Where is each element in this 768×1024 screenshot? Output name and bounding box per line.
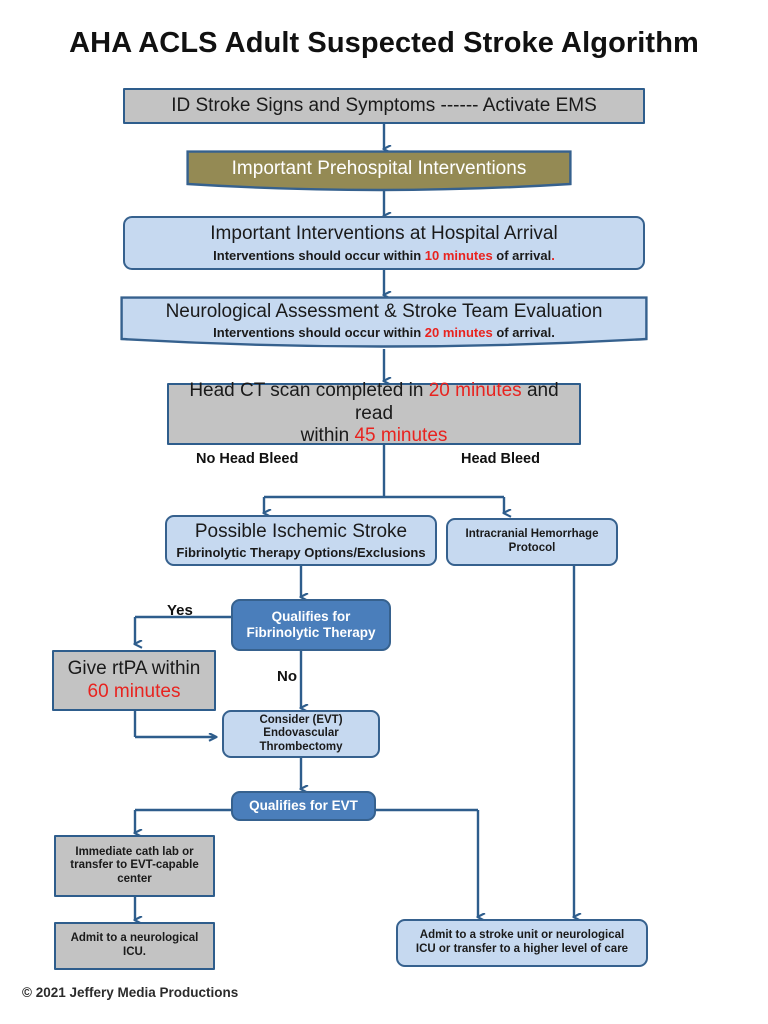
node-id-stroke-signs-label: ID Stroke Signs and Symptoms ------ Acti…: [171, 94, 597, 116]
node-qualifies-fibrinolytic-line1: Qualifies for: [271, 609, 351, 625]
node-admit-neuro-icu[interactable]: Admit to a neurological ICU.: [54, 922, 215, 970]
node-qualifies-evt[interactable]: Qualifies for EVT: [231, 791, 376, 821]
node-cath-lab-line1: Immediate cath lab or: [75, 845, 194, 858]
node-head-ct-line1: Head CT scan completed in 20 minutes and…: [169, 380, 579, 425]
node-prehospital-interventions-label: Important Prehospital Interventions: [231, 157, 527, 179]
head-ct-line1-time: 20 minutes: [428, 380, 522, 402]
node-admit-neuro-icu-line2: ICU.: [123, 946, 146, 958]
head-ct-line1-pre: Head CT scan completed in: [189, 380, 429, 402]
edge-label-head-bleed: Head Bleed: [461, 451, 540, 467]
node-ischemic-subtitle: Fibrinolytic Therapy Options/Exclusions: [176, 544, 426, 560]
node-hospital-arrival-title: Important Interventions at Hospital Arri…: [210, 223, 558, 245]
node-admit-stroke-unit[interactable]: Admit to a stroke unit or neurological I…: [396, 919, 648, 967]
node-hospital-arrival[interactable]: Important Interventions at Hospital Arri…: [123, 216, 645, 270]
node-intracranial-hemorrhage[interactable]: Intracranial Hemorrhage Protocol: [446, 518, 618, 566]
hospital-arrival-sub-period: .: [551, 247, 555, 263]
node-consider-evt[interactable]: Consider (EVT) Endovascular Thrombectomy: [222, 710, 380, 758]
node-admit-stroke-unit-line2: ICU or transfer to a higher level of car…: [415, 943, 629, 955]
hospital-arrival-sub-pre: Interventions should occur within: [213, 247, 425, 263]
node-prehospital-interventions[interactable]: Important Prehospital Interventions: [186, 150, 572, 192]
head-ct-line2-time: 45 minutes: [354, 425, 448, 447]
node-cath-lab-line2: transfer to EVT-capable: [70, 859, 199, 872]
hospital-arrival-sub-post: of arrival: [492, 247, 552, 263]
node-admit-neuro-icu-line1: Admit to a neurological: [70, 932, 199, 945]
node-neuro-assessment-title: Neurological Assessment & Stroke Team Ev…: [165, 300, 603, 322]
edge-label-no: No: [277, 668, 297, 685]
neuro-sub-pre: Interventions should occur within: [213, 325, 425, 341]
node-neuro-assessment[interactable]: Neurological Assessment & Stroke Team Ev…: [120, 296, 648, 350]
node-consider-evt-line2: Thrombectomy: [259, 740, 343, 753]
edge-label-yes: Yes: [167, 602, 193, 619]
node-ischemic-title: Possible Ischemic Stroke: [194, 521, 408, 543]
head-ct-line2-pre: within: [300, 425, 355, 447]
node-give-rtpa[interactable]: Give rtPA within 60 minutes: [52, 650, 216, 711]
node-cath-lab-line3: center: [117, 872, 152, 885]
banner-shape: [186, 150, 572, 192]
node-qualifies-fibrinolytic[interactable]: Qualifies for Fibrinolytic Therapy: [231, 599, 391, 651]
node-hemorrhage-line2: Protocol: [508, 542, 556, 554]
node-qualifies-fibrinolytic-line2: Fibrinolytic Therapy: [246, 625, 376, 640]
node-head-ct-line2: within 45 minutes: [301, 425, 448, 447]
edge-label-no-head-bleed: No Head Bleed: [196, 451, 299, 467]
neuro-sub-time: 20 minutes: [424, 325, 493, 341]
node-hemorrhage-line1: Intracranial Hemorrhage: [465, 528, 599, 541]
node-consider-evt-line1: Consider (EVT) Endovascular: [259, 713, 343, 740]
node-hospital-arrival-subtitle: Interventions should occur within 10 min…: [213, 248, 555, 263]
node-neuro-assessment-subtitle: Interventions should occur within 20 min…: [120, 325, 648, 340]
node-possible-ischemic-stroke[interactable]: Possible Ischemic Stroke Fibrinolytic Th…: [165, 515, 437, 566]
copyright-notice: © 2021 Jeffery Media Productions: [22, 985, 239, 1000]
node-id-stroke-signs[interactable]: ID Stroke Signs and Symptoms ------ Acti…: [123, 88, 645, 124]
neuro-sub-post: of arrival.: [492, 325, 555, 341]
node-give-rtpa-line1: Give rtPA within: [67, 658, 201, 680]
page-title: AHA ACLS Adult Suspected Stroke Algorith…: [69, 27, 699, 59]
node-admit-stroke-unit-line1: Admit to a stroke unit or neurological: [419, 929, 625, 942]
head-ct-line1-post: and read: [354, 380, 559, 424]
banner-shape: [120, 296, 648, 348]
node-give-rtpa-line2: 60 minutes: [87, 680, 181, 702]
node-qualifies-evt-label: Qualifies for EVT: [249, 798, 358, 814]
node-head-ct[interactable]: Head CT scan completed in 20 minutes and…: [167, 380, 581, 447]
node-cath-lab[interactable]: Immediate cath lab or transfer to EVT-ca…: [54, 835, 215, 897]
hospital-arrival-sub-time: 10 minutes: [424, 247, 493, 263]
